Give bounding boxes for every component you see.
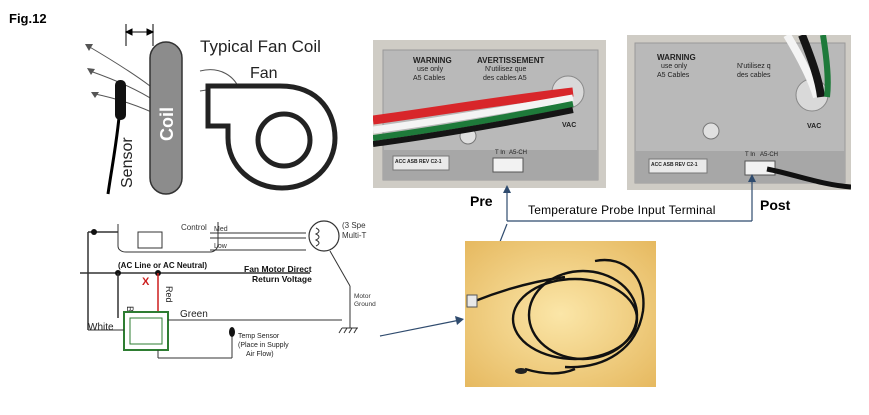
pre-avert-line1: N'utilisez que bbox=[485, 66, 527, 73]
pre-warning-line2: A5 Cables bbox=[413, 75, 446, 82]
low-label: Low bbox=[214, 243, 228, 250]
post-warning-title: WARNING bbox=[657, 53, 696, 62]
ac-line-label: (AC Line or AC Neutral) bbox=[118, 261, 207, 270]
fan-coil-diagram: Sensor Coil Typical Fan Coil Fan bbox=[85, 24, 338, 195]
red-wire-label: Red bbox=[164, 286, 174, 303]
post-vac-label: VAC bbox=[807, 123, 822, 130]
temp-sensor-label-1: Temp Sensor bbox=[238, 333, 280, 340]
pre-a5ch-label: A5-CH bbox=[509, 150, 528, 156]
control-box bbox=[117, 222, 219, 253]
fan-motor-label-2: Return Voltage bbox=[252, 274, 312, 284]
pre-avert-line2: des cables A5 bbox=[483, 75, 527, 82]
sensor-probe bbox=[115, 80, 126, 120]
probe-tip bbox=[515, 368, 527, 374]
pre-avert-title: AVERTISSEMENT bbox=[477, 56, 545, 65]
post-label: Post bbox=[760, 197, 791, 213]
gap-dimension bbox=[124, 24, 155, 46]
speed-label-2: Multi-T bbox=[342, 231, 367, 240]
photo-temperature-probe bbox=[465, 241, 656, 387]
temp-sensor-probe bbox=[229, 327, 235, 337]
control-label: Control bbox=[181, 223, 207, 232]
coil-label: Coil bbox=[157, 107, 177, 141]
pre-vac-label: VAC bbox=[562, 122, 577, 129]
motor-ground-label-2: Ground bbox=[354, 301, 376, 308]
white-wire-label: White bbox=[88, 322, 114, 333]
pre-rev-label: ACC ASB REV C2-1 bbox=[395, 159, 442, 165]
post-warning-line1: use only bbox=[661, 63, 688, 70]
x-mark: X bbox=[142, 276, 150, 288]
fan-hub bbox=[255, 111, 313, 169]
relay-box bbox=[137, 231, 163, 249]
figure-label: Fig.12 bbox=[9, 11, 47, 26]
fan-label: Fan bbox=[250, 65, 278, 82]
post-avert-line2: des cables bbox=[737, 72, 771, 79]
probe-connector bbox=[466, 294, 478, 308]
photo-box-pre: WARNING use only A5 Cables AVERTISSEMENT… bbox=[373, 40, 606, 188]
probe-terminal-label: Temperature Probe Input Terminal bbox=[528, 203, 716, 217]
post-rev-label: ACC ASB REV C2-1 bbox=[651, 162, 698, 168]
green-wire-label: Green bbox=[180, 309, 208, 320]
coil-body bbox=[149, 41, 183, 195]
post-warning-line2: A5 Cables bbox=[657, 72, 690, 79]
motor-ground-label-1: Motor bbox=[354, 293, 371, 300]
coil-diagram-title: Typical Fan Coil bbox=[200, 37, 321, 56]
temp-sensor-label-2: (Place in Supply bbox=[238, 342, 289, 349]
post-a5ch-label: A5-CH bbox=[760, 152, 779, 158]
speed-label-1: (3 Spe bbox=[342, 221, 366, 230]
pre-warning-title: WARNING bbox=[413, 56, 452, 65]
post-tin-label: T In bbox=[745, 152, 756, 158]
ground-symbol bbox=[338, 327, 358, 334]
wiring-diagram: Control Med Low (3 Spe Multi-T (AC Line … bbox=[80, 220, 376, 359]
fan-motor-label-1: Fan Motor Direct bbox=[244, 264, 312, 274]
temp-sensor-label-3: Air Flow) bbox=[246, 351, 274, 358]
arrow-heads bbox=[85, 44, 99, 98]
med-label: Med bbox=[214, 226, 228, 233]
pre-label: Pre bbox=[470, 193, 493, 209]
sensor-label: Sensor bbox=[119, 137, 136, 188]
photo-box-post: WARNING use only A5 Cables N'utilisez q … bbox=[627, 35, 851, 190]
pre-warning-line1: use only bbox=[417, 66, 444, 73]
post-avert-line1: N'utilisez q bbox=[737, 63, 771, 70]
pre-tin-label: T In bbox=[495, 150, 506, 156]
